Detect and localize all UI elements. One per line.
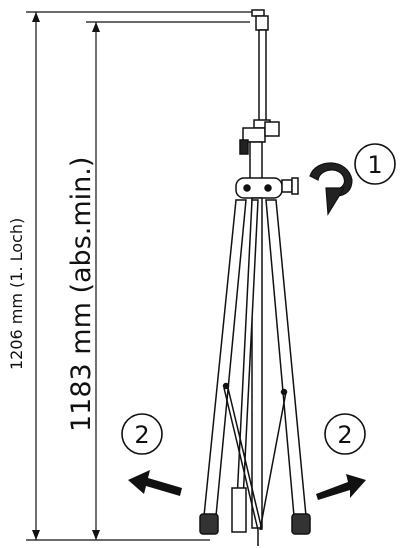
callout-2-right-circle [324,413,366,455]
brace-right-pin [280,388,288,396]
clamp-lever [239,139,249,155]
column-mid-tube [249,141,263,183]
callout-2-right-number: 2 [337,421,352,449]
foot-right [291,513,311,535]
leg-hub [235,177,299,199]
top-cap-rect [251,9,265,17]
clamp-knob [264,121,280,137]
arrow-right-icon [316,474,366,500]
hub-bolt-left [243,184,251,192]
curved-rotate-arrow-icon [309,162,353,216]
brace-left [223,387,259,531]
leg-hub-body [235,177,283,199]
tripod-feet [199,487,311,546]
column-collar [255,15,269,31]
lock-knob [291,177,299,195]
stand-top-cap [251,9,265,17]
callout-2-left-circle [121,413,163,455]
brace-right [259,391,287,531]
foot-left [199,513,219,535]
outer-arrow-top [32,12,40,22]
brace-left-pin [222,382,230,390]
callout-1-circle [354,143,396,185]
inner-arrow-top [92,22,100,32]
brace-left-inner [227,387,263,531]
callout-2-left-number: 2 [134,421,149,449]
hub-bolt-right [264,184,272,192]
foot-center-box [231,487,247,533]
arrow-left-icon [128,470,182,496]
column-inner-tube [258,29,267,131]
clamp-block [239,121,280,183]
callout-2-left: 2 [121,413,163,455]
inner-dimension-label: 1183 mm (abs.min.) [66,157,97,432]
center-column-upper [253,15,271,131]
outer-dimension-label: 1206 mm (1. Loch) [7,218,26,370]
callout-1-number: 1 [367,151,382,179]
inner-arrow-bottom [92,530,100,540]
tripod-legs [203,199,307,521]
leg-braces [222,382,288,531]
inner-dimension [86,21,250,540]
callout-2-right: 2 [324,413,366,455]
callout-1: 1 [354,143,396,185]
lock-knob-stem [281,179,293,193]
outer-arrow-bottom [32,530,40,540]
outer-dimension [26,11,258,541]
